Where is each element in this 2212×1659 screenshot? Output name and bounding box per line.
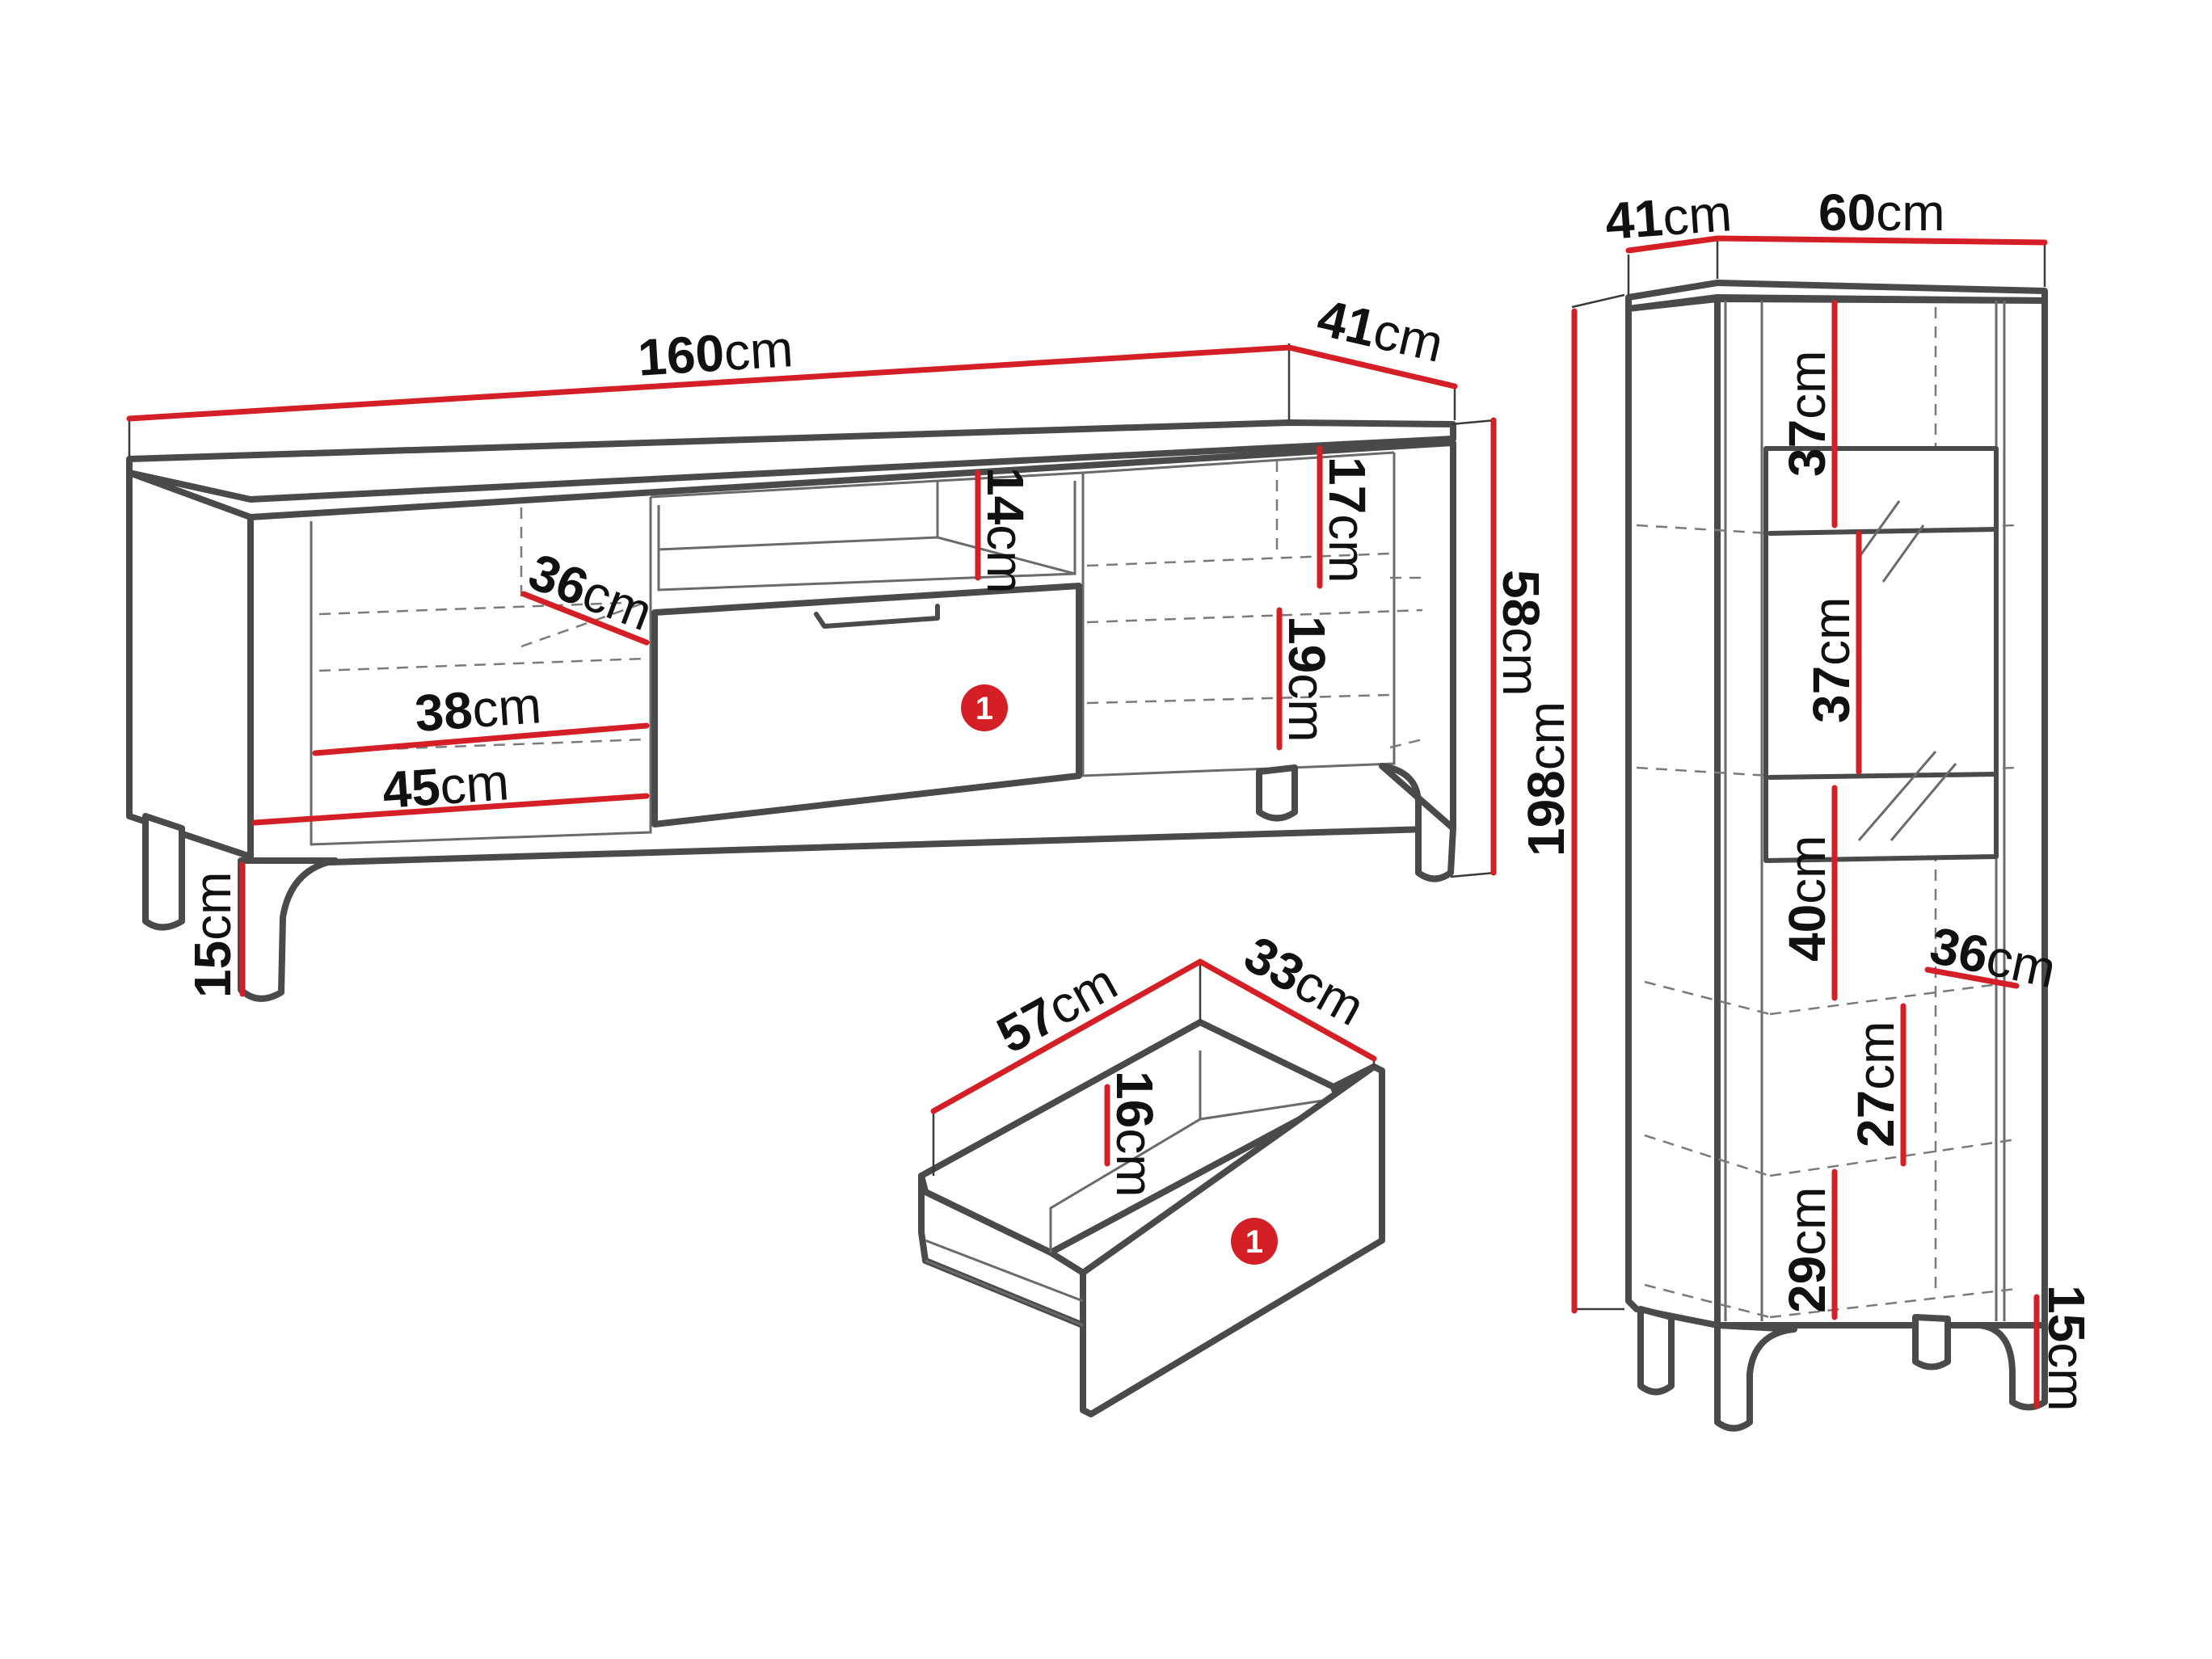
cabinet-glass-door[interactable] (1763, 446, 1999, 863)
tv-stand-shelf-depth-line (520, 591, 650, 646)
cabinet-height-label: 198cm (1517, 701, 1575, 857)
tv-stand-width-label: 160cm (636, 319, 794, 387)
drawer-width-line (930, 958, 1203, 1114)
cabinet-leg-left-back (1637, 1306, 1675, 1396)
tv-stand-height-label: 58cm (1492, 570, 1550, 697)
tv-stand-compartment-width-label: 45cm (381, 752, 511, 819)
tv-stand-drawer-front[interactable] (651, 583, 1082, 827)
cabinet-compartment-3-label: 40cm (1778, 836, 1836, 962)
tv-stand-inner-width-label: 38cm (413, 676, 543, 743)
tv-stand-lower-height-label: 19cm (1278, 616, 1336, 743)
cabinet-width-line (1714, 235, 2048, 246)
cabinet-shelf-depth-line (1924, 966, 2020, 989)
cabinet-compartment-1-label: 37cm (1778, 351, 1836, 478)
cabinet-width-label: 60cm (1818, 183, 1945, 242)
cabinet-compartment-4-label: 27cm (1847, 1021, 1905, 1148)
tv-stand-drawer-handle[interactable] (814, 604, 940, 629)
cabinet-leg-left-front (1714, 1322, 1797, 1432)
drawer-depth-line (1197, 958, 1377, 1062)
tv-stand-niche-height-label: 14cm (976, 467, 1034, 594)
drawer-marker-label: 1 (1245, 1224, 1263, 1260)
tv-stand-drawer-marker (961, 684, 1008, 731)
drawer-marker (1231, 1218, 1278, 1265)
tv-stand-compartment-width-line (251, 793, 650, 826)
tv-stand-upper-height-label: 17cm (1318, 457, 1376, 583)
cabinet-leg-height-label: 15cm (2037, 1285, 2096, 1412)
cabinet-compartment-2-label: 37cm (1802, 597, 1860, 724)
tv-stand-leg-left-back (142, 813, 185, 931)
cabinet-shelf-depth-label: 36cm (1925, 916, 2061, 999)
tv-stand-leg-height-label: 15cm (183, 872, 242, 999)
tv-stand-width-line (126, 344, 1292, 422)
cabinet-leg-right-back (1912, 1314, 1951, 1371)
drawer-height-label: 16cm (1106, 1071, 1164, 1198)
drawer-width-label: 57cm (988, 952, 1127, 1064)
drawer: 1 (918, 1019, 1385, 1417)
display-cabinet (1625, 280, 2048, 1432)
cabinet-depth-line (1625, 235, 1721, 254)
tv-stand-leg-right-back (1256, 764, 1298, 822)
tv-stand-side-panel (126, 469, 254, 860)
tv-stand-inner-width-line (312, 722, 650, 756)
cabinet-side (1625, 296, 1721, 1328)
tv-stand: 1 (126, 419, 1456, 1002)
cabinet-leg-right-front (1977, 1322, 2048, 1411)
cabinet-depth-label: 41cm (1603, 183, 1734, 251)
display-cabinet-dimensions: 41cm 60cm 198cm 15cm 36cm 37cm 37cm 40cm… (1517, 183, 2096, 1412)
tv-stand-leg-left-front (238, 857, 339, 1002)
tv-stand-leg-right-front (1379, 763, 1456, 882)
tv-stand-depth-line (1286, 344, 1458, 389)
cabinet-compartment-5-label: 29cm (1778, 1187, 1836, 1314)
tv-stand-drawer-marker-label: 1 (975, 691, 993, 726)
